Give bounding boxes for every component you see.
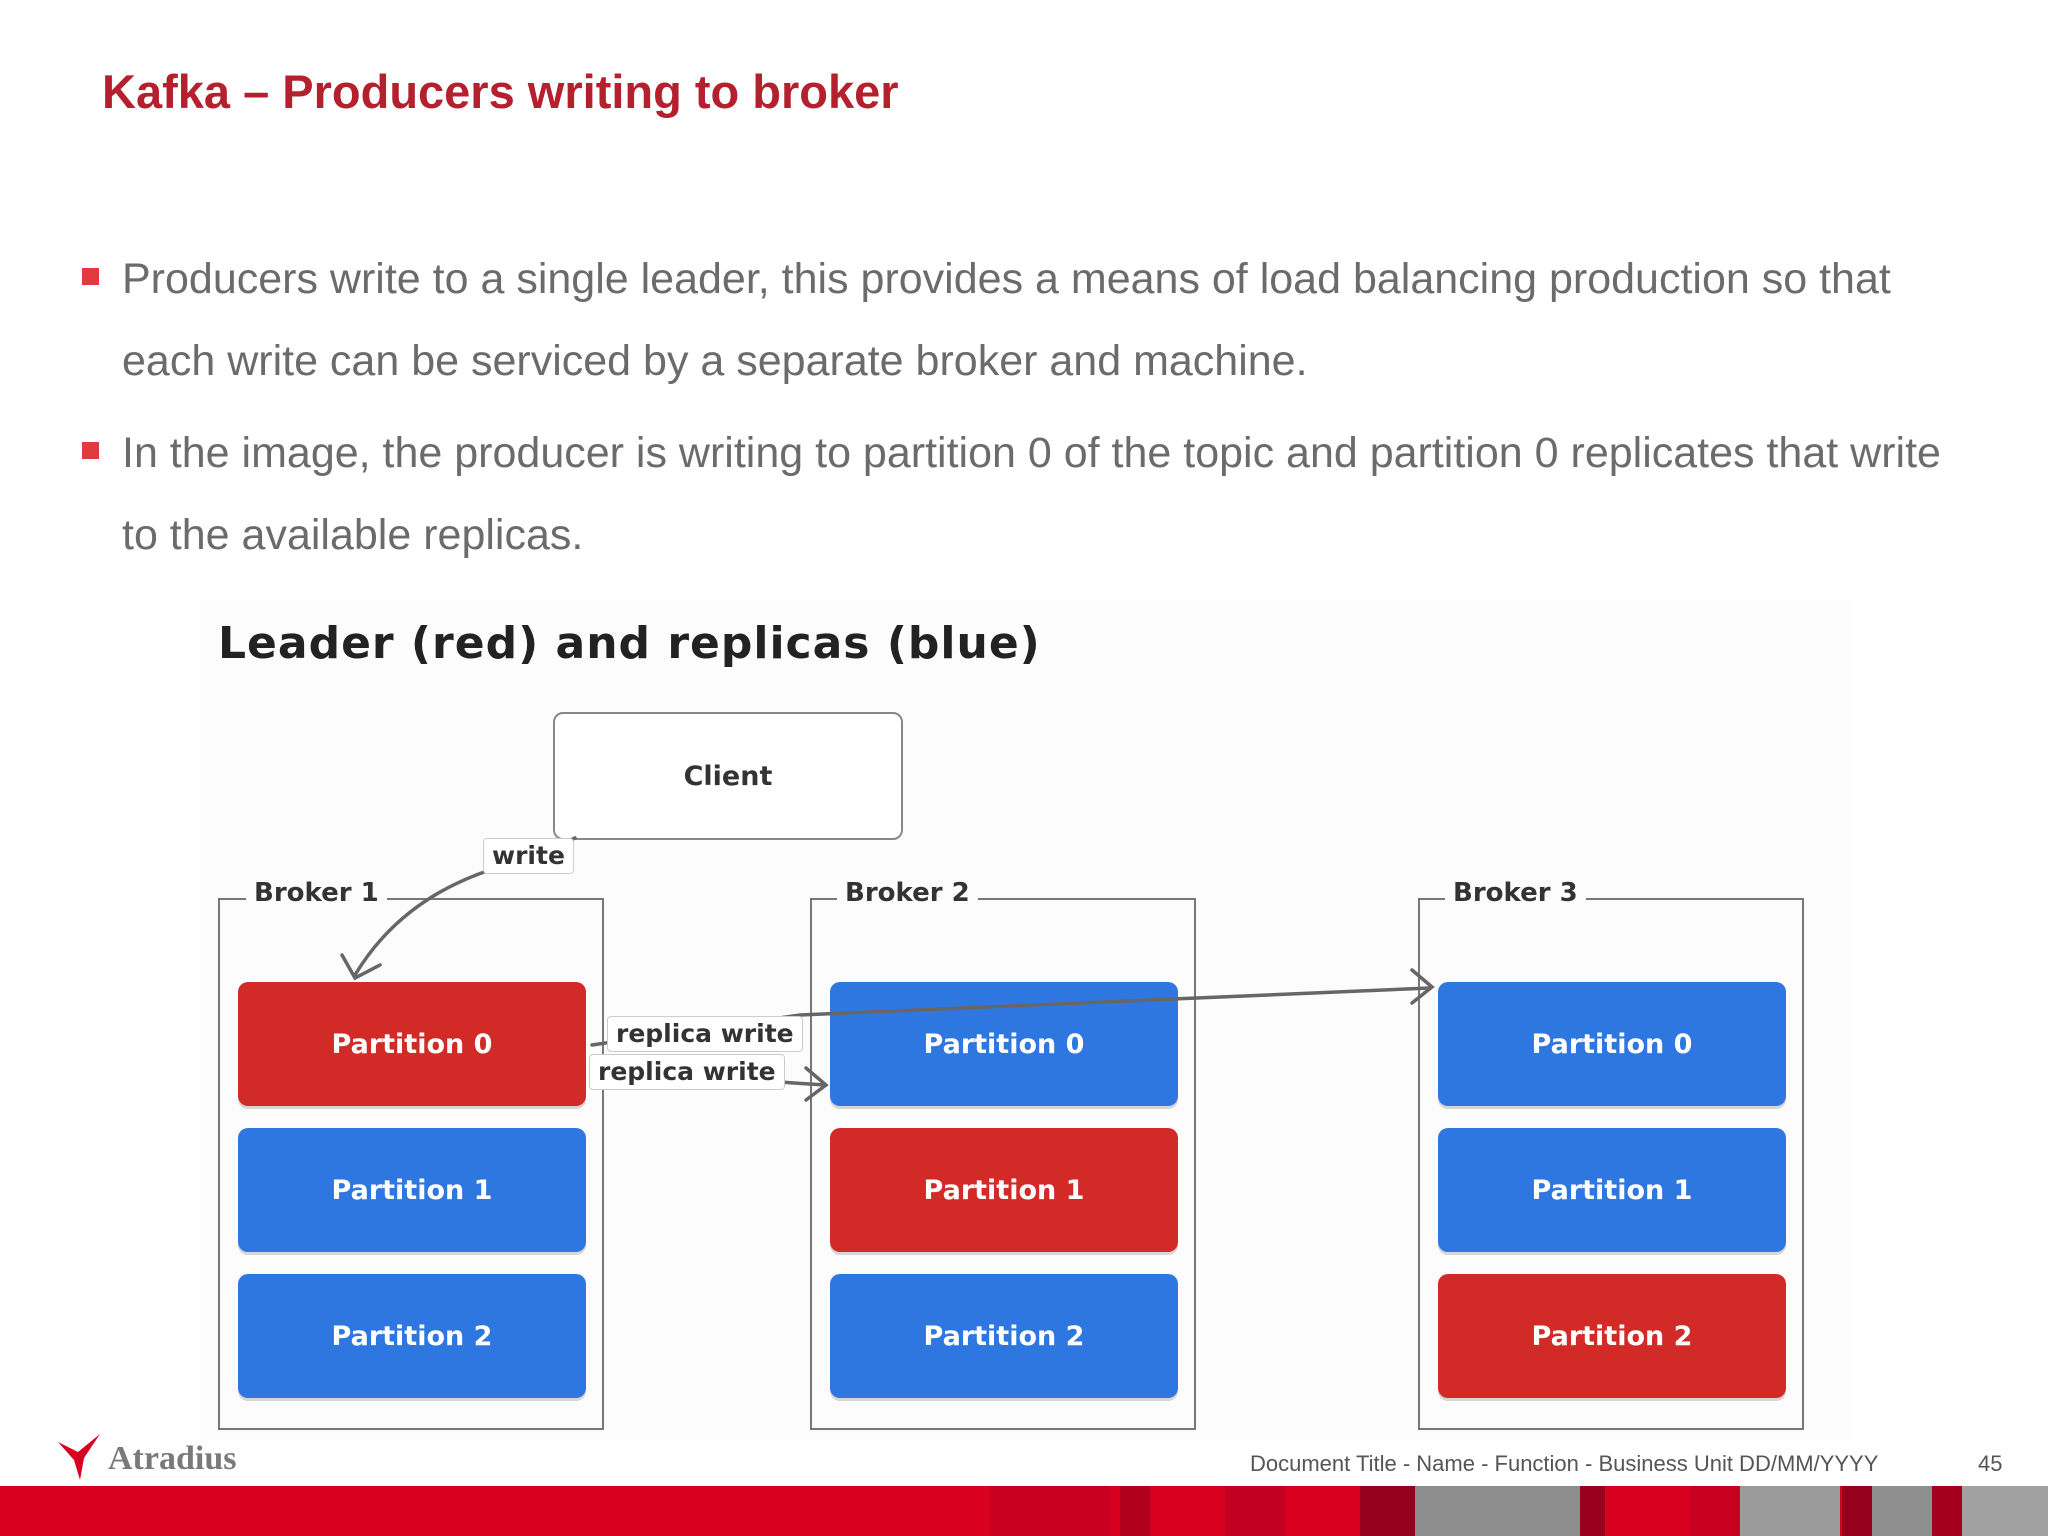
footer-segment — [1225, 1486, 1285, 1536]
diagram-title: Leader (red) and replicas (blue) — [218, 618, 1041, 669]
footer-document-text: Document Title - Name - Function - Busin… — [1250, 1451, 1879, 1476]
write-arrowhead — [340, 953, 382, 981]
broker-1-box — [218, 898, 604, 1430]
footer-segment — [1842, 1486, 1872, 1536]
bullet-text: Producers write to a single leader, this… — [122, 255, 1891, 385]
client-box: Client — [553, 712, 903, 840]
partition-label: Partition 0 — [923, 1028, 1085, 1060]
broker-3-box — [1418, 898, 1804, 1430]
partition-label: Partition 1 — [923, 1174, 1085, 1206]
bullet-item: Producers write to a single leader, this… — [80, 238, 1980, 402]
footer-segment — [1690, 1486, 1740, 1536]
broker-1-partition-2: Partition 2 — [238, 1274, 586, 1398]
bullet-item: In the image, the producer is writing to… — [80, 412, 1980, 576]
broker-2-box — [810, 898, 1196, 1430]
broker-2-partition-2: Partition 2 — [830, 1274, 1178, 1398]
replica-write-arrowhead-1 — [1410, 968, 1435, 1005]
footer-segment — [1360, 1486, 1415, 1536]
atradius-logo-icon — [58, 1434, 100, 1480]
footer-segment — [1580, 1486, 1605, 1536]
broker-2-partition-1: Partition 1 — [830, 1128, 1178, 1252]
partition-label: Partition 2 — [1531, 1320, 1693, 1352]
footer-bar — [0, 1486, 2048, 1536]
replica-write-tag-2: replica write — [589, 1054, 785, 1090]
client-label: Client — [683, 760, 773, 792]
broker-2-label: Broker 2 — [837, 878, 978, 908]
broker-3-partition-1: Partition 1 — [1438, 1128, 1786, 1252]
partition-label: Partition 2 — [331, 1320, 493, 1352]
bullet-text: In the image, the producer is writing to… — [122, 429, 1941, 559]
partition-label: Partition 1 — [331, 1174, 493, 1206]
bullet-square-icon — [82, 442, 99, 459]
replica-write-arrowhead-2 — [804, 1066, 829, 1102]
bullet-square-icon — [82, 268, 99, 285]
write-tag: write — [483, 838, 574, 874]
footer-segment — [1120, 1486, 1150, 1536]
bullet-list: Producers write to a single leader, this… — [80, 238, 1980, 586]
footer-segment — [1932, 1486, 1962, 1536]
broker-3-partition-0: Partition 0 — [1438, 982, 1786, 1106]
partition-label: Partition 1 — [1531, 1174, 1693, 1206]
logo-text: Atradius — [108, 1440, 237, 1477]
slide-title: Kafka – Producers writing to broker — [102, 65, 899, 118]
footer-segment — [1415, 1486, 1580, 1536]
footer-segment — [1740, 1486, 1840, 1536]
partition-label: Partition 0 — [331, 1028, 493, 1060]
footer-segment — [1962, 1486, 2048, 1536]
page-number: 45 — [1978, 1451, 2003, 1476]
broker-1-partition-1: Partition 1 — [238, 1128, 586, 1252]
replica-write-tag-1: replica write — [607, 1016, 803, 1052]
partition-label: Partition 2 — [923, 1320, 1085, 1352]
partition-label: Partition 0 — [1531, 1028, 1693, 1060]
footer-segment — [1872, 1486, 1932, 1536]
footer-segment — [990, 1486, 1110, 1536]
broker-3-partition-2: Partition 2 — [1438, 1274, 1786, 1398]
broker-3-label: Broker 3 — [1445, 878, 1586, 908]
broker-1-partition-0: Partition 0 — [238, 982, 586, 1106]
broker-1-label: Broker 1 — [246, 878, 387, 908]
